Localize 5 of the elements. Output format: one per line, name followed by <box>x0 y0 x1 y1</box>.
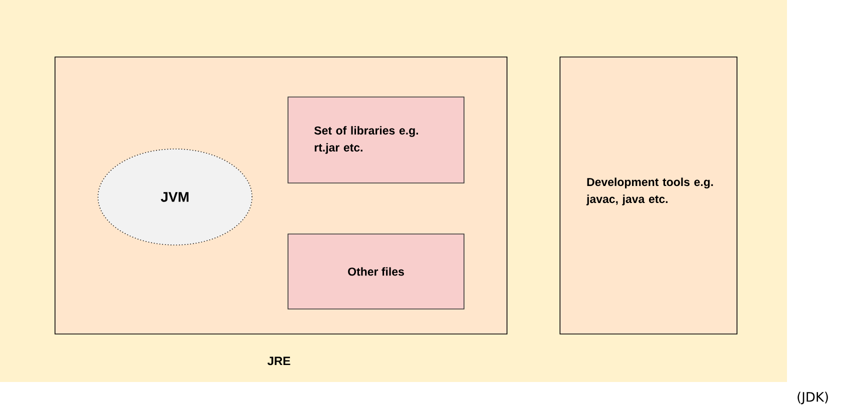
node-label: JRE <box>268 356 290 366</box>
node-label: (JDK) <box>798 392 828 404</box>
library-box: Set of libraries e.g. rt.jar etc. <box>288 96 464 184</box>
tools-box: Development tools e.g. javac, java etc. <box>560 56 738 334</box>
files-box: Other files <box>288 234 464 310</box>
